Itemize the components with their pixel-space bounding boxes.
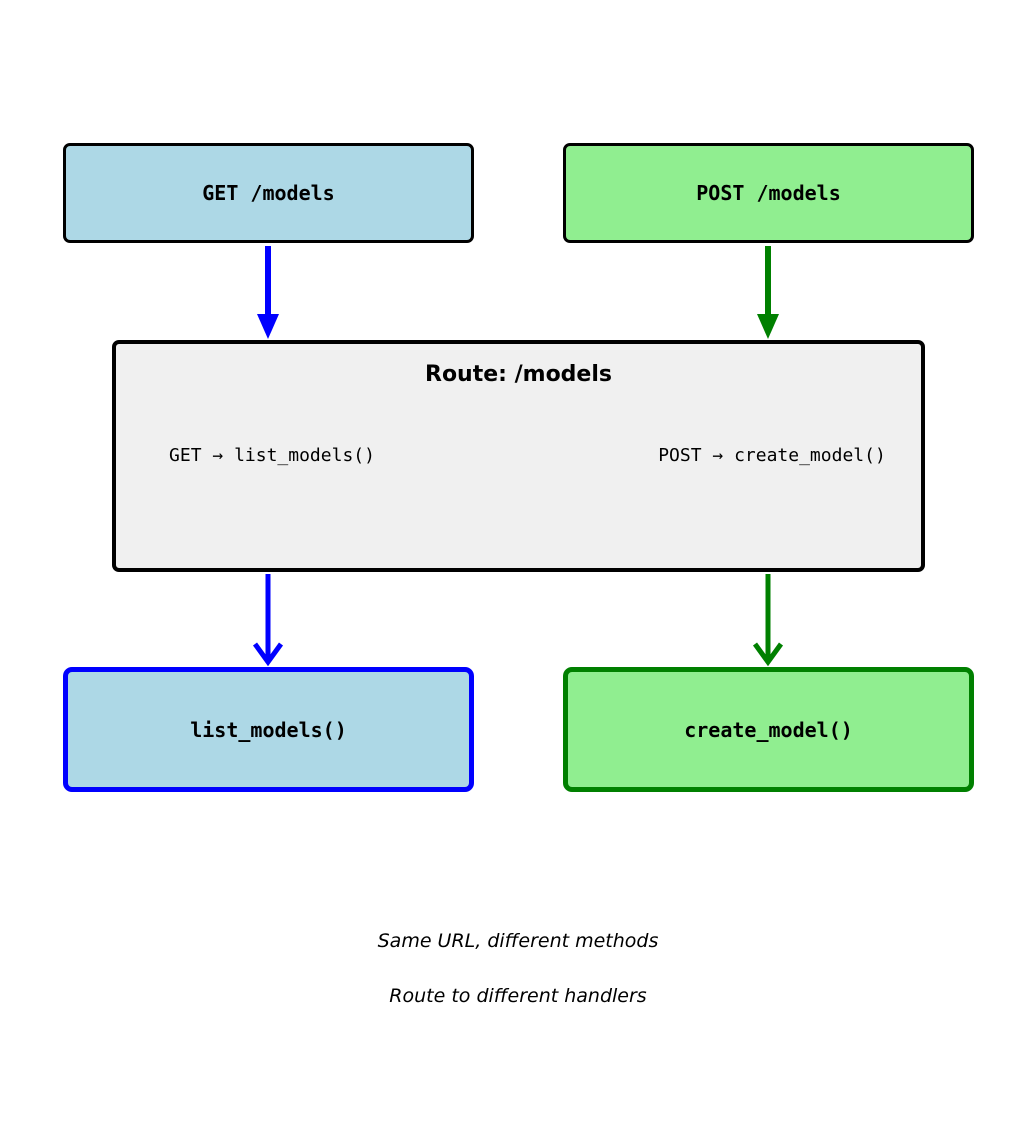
post-to-route-arrow — [757, 246, 779, 339]
node-route: Route: /models GET → list_models() POST … — [112, 340, 925, 572]
caption-same-url: Same URL, different methods — [377, 930, 659, 952]
route-post-mapping: POST → create_model() — [658, 445, 886, 466]
node-list-models-handler: list_models() — [63, 667, 474, 792]
get-to-route-arrow — [257, 246, 279, 339]
node-post-request-label: POST /models — [696, 181, 841, 205]
node-create-model-handler: create_model() — [563, 667, 974, 792]
route-title: Route: /models — [425, 362, 612, 387]
node-get-request-label: GET /models — [202, 181, 335, 205]
node-create-model-label: create_model() — [684, 717, 853, 742]
route-to-create-model-arrow — [752, 574, 784, 667]
node-list-models-label: list_models() — [190, 717, 347, 742]
route-to-list-models-arrow — [252, 574, 284, 667]
node-post-request: POST /models — [563, 143, 974, 243]
caption-route-handlers: Route to different handlers — [389, 985, 647, 1007]
node-get-request: GET /models — [63, 143, 474, 243]
route-get-mapping: GET → list_models() — [169, 445, 375, 466]
